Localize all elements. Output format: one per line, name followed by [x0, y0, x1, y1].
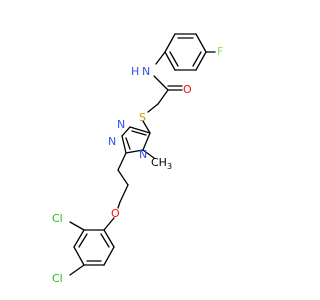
bond-nh-co	[153, 75, 169, 91]
molecule-diagram: F H N O S N N N CH3 O Cl Cl	[52, 33, 223, 285]
carbonyl-oxygen-label: O	[183, 83, 192, 96]
bond-o-ring	[103, 217, 115, 231]
bond-chain-3	[119, 184, 129, 203]
amide-nitrogen-label: N	[142, 65, 150, 78]
bond-ch2-s	[147, 103, 159, 113]
triazole-n4-label: N	[139, 148, 147, 161]
bond-c-cl-para	[69, 264, 85, 276]
fluorine-label: F	[217, 45, 223, 58]
ether-oxygen-label: O	[111, 207, 120, 220]
bond-chain-1	[117, 152, 127, 171]
triazole-n2-label: N	[108, 135, 116, 148]
bond-n4-methyl	[142, 149, 155, 159]
bond-chain-o	[117, 201, 121, 209]
methyl-label: CH3	[151, 156, 172, 171]
bond-co-ch2	[157, 89, 169, 105]
bond-ring-nh	[155, 51, 166, 65]
sulfur-label: S	[139, 111, 146, 124]
triazole-n1-label: N	[117, 118, 125, 131]
chlorine-para-label: Cl	[52, 272, 63, 285]
bond-c-cl-ortho	[69, 221, 85, 231]
bond-s-c3	[142, 120, 151, 134]
triazole-ring	[121, 126, 151, 154]
bond-chain-2	[117, 169, 129, 186]
fluorophenyl-ring	[164, 33, 207, 71]
dichlorophenyl-ring	[73, 229, 115, 266]
chlorine-ortho-label: Cl	[52, 212, 63, 225]
amide-hydrogen-label: H	[131, 65, 139, 78]
